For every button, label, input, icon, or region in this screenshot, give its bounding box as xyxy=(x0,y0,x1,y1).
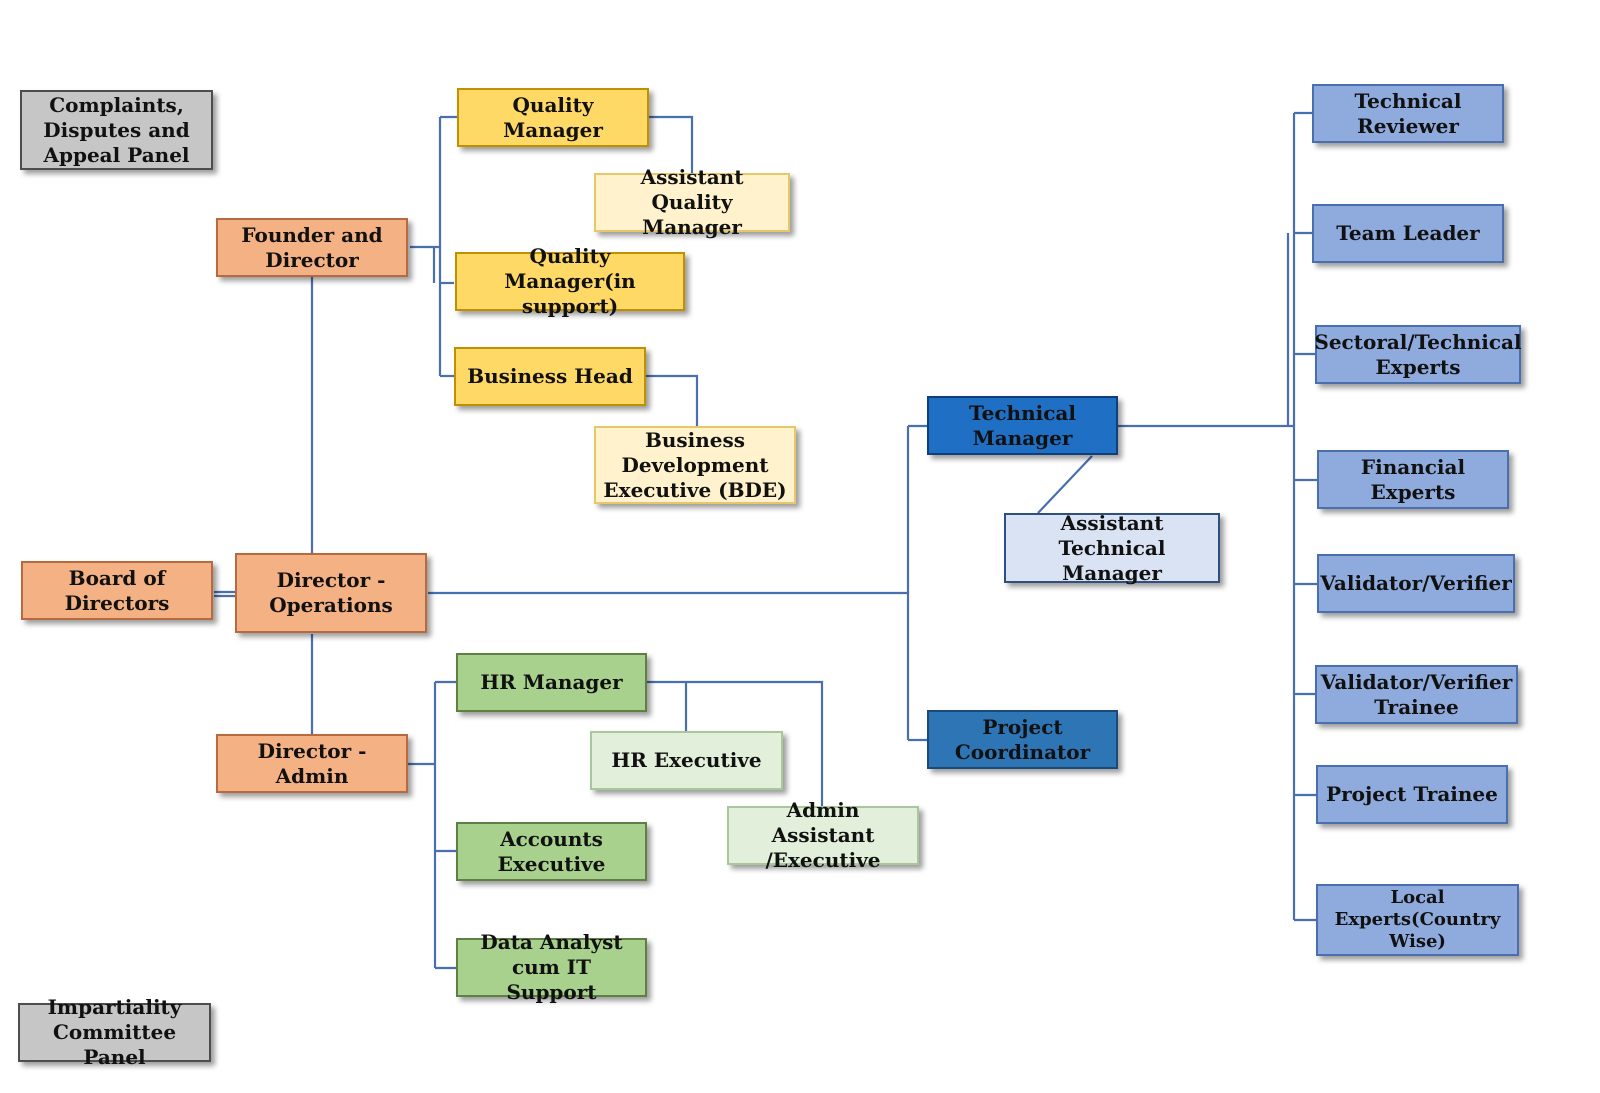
director-admin-box: Director - Admin xyxy=(216,734,408,793)
bde-label: Business Development Executive (BDE) xyxy=(603,427,787,502)
validator-verifier-trainee-label: Validator/Verifier Trainee xyxy=(1320,669,1513,719)
accounts-executive-box: Accounts Executive xyxy=(456,822,647,881)
team-leader-label: Team Leader xyxy=(1336,221,1480,245)
founder-director-box: Founder and Director xyxy=(216,218,408,277)
financial-experts-box: Financial Experts xyxy=(1317,450,1509,509)
sectoral-experts-box: Sectoral/Technical Experts xyxy=(1314,325,1522,384)
impartiality-panel-label: Impartiality Committee Panel xyxy=(47,995,182,1069)
project-coordinator-box: Project Coordinator xyxy=(927,710,1118,769)
financial-experts-label: Financial Experts xyxy=(1360,454,1466,504)
complaints-panel-box: Complaints, Disputes and Appeal Panel xyxy=(20,90,213,170)
bde-box: Business Development Executive (BDE) xyxy=(594,426,796,504)
validator-verifier-trainee-box: Validator/Verifier Trainee xyxy=(1315,665,1518,724)
admin-assistant-box: Admin Assistant /Executive xyxy=(727,798,919,872)
assistant-technical-manager-label: Assistant Technical Manager xyxy=(1058,510,1166,585)
quality-manager-support-label: Quality Manager(in support) xyxy=(504,244,636,318)
director-operations-label: Director - Operations xyxy=(269,568,393,617)
project-trainee-label: Project Trainee xyxy=(1326,782,1498,806)
board-of-directors-label: Board of Directors xyxy=(64,565,170,615)
founder-director-label: Founder and Director xyxy=(241,222,383,272)
project-trainee-box: Project Trainee xyxy=(1316,765,1508,824)
hr-manager-box: HR Manager xyxy=(456,653,647,712)
director-operations-box: Director - Operations xyxy=(235,553,427,633)
business-head-label: Business Head xyxy=(467,364,633,388)
technical-manager-label: Technical Manager xyxy=(969,400,1076,450)
business-head-box: Business Head xyxy=(454,347,646,406)
quality-manager-label: Quality Manager xyxy=(503,92,603,142)
validator-verifier-label: Validator/Verifier xyxy=(1320,571,1512,595)
impartiality-panel-box: Impartiality Committee Panel xyxy=(18,995,211,1069)
assistant-quality-manager-box: Assistant Quality Manager xyxy=(594,165,790,239)
admin-assistant-label: Admin Assistant /Executive xyxy=(765,798,881,872)
quality-manager-support-box: Quality Manager(in support) xyxy=(455,244,685,318)
hr-executive-box: HR Executive xyxy=(590,731,783,790)
director-admin-label: Director - Admin xyxy=(257,738,367,788)
project-coordinator-label: Project Coordinator xyxy=(954,714,1091,764)
technical-reviewer-box: Technical Reviewer xyxy=(1312,84,1504,143)
assistant-technical-manager-box: Assistant Technical Manager xyxy=(1004,510,1220,585)
local-experts-label: Local Experts(Country Wise) xyxy=(1334,887,1501,952)
hr-manager-label: HR Manager xyxy=(480,670,623,694)
sectoral-experts-label: Sectoral/Technical Experts xyxy=(1314,329,1522,379)
validator-verifier-box: Validator/Verifier xyxy=(1317,554,1515,613)
data-analyst-box: Data Analyst cum IT Support xyxy=(456,930,647,1004)
assistant-quality-manager-label: Assistant Quality Manager xyxy=(640,165,744,239)
local-experts-box: Local Experts(Country Wise) xyxy=(1316,884,1519,956)
technical-manager-box: Technical Manager xyxy=(927,396,1118,455)
board-of-directors-box: Board of Directors xyxy=(21,561,213,620)
complaints-panel-label: Complaints, Disputes and Appeal Panel xyxy=(43,92,190,167)
accounts-executive-label: Accounts Executive xyxy=(497,826,606,876)
data-analyst-label: Data Analyst cum IT Support xyxy=(480,930,623,1004)
team-leader-box: Team Leader xyxy=(1312,204,1504,263)
hr-executive-label: HR Executive xyxy=(611,748,762,772)
quality-manager-box: Quality Manager xyxy=(457,88,649,147)
technical-reviewer-label: Technical Reviewer xyxy=(1354,88,1462,138)
